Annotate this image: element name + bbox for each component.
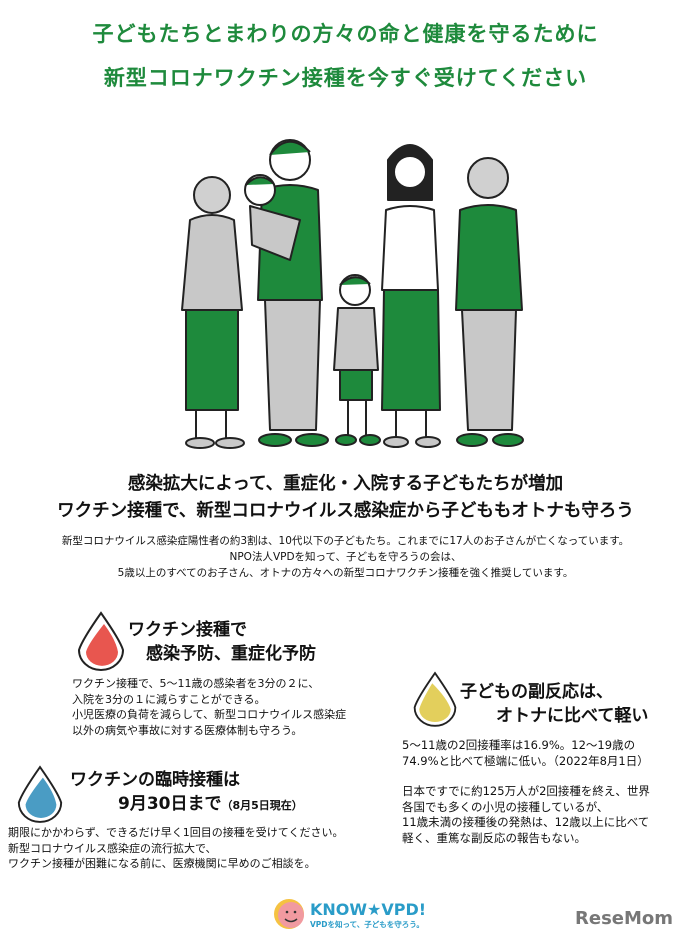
headline-line2: ワクチン接種で、新型コロナウイルス感染症から子どももオトナも守ろう [57, 501, 634, 521]
body-line: 入院を3分の１に減らすことができる。 [72, 692, 266, 706]
know-vpd-logo: KNOW★VPD! VPDを知って、子どもを守ろう。 [272, 897, 426, 933]
heading-line: 感染予防、重症化予防 [146, 644, 316, 664]
mother-figure [381, 144, 441, 448]
deadline-note: （8月5日現在） [221, 799, 303, 812]
section-body-prevention: ワクチン接種で、5～11歳の感染者を3分の２に、 入院を3分の１に減らすことがで… [72, 676, 346, 738]
intro-text: 新型コロナウイルス感染症陽性者の約3割は、10代以下の子どもたち。これまでに17… [0, 533, 691, 581]
boy-figure [333, 274, 381, 446]
body-line: 5～11歳の2回接種率は16.9%。12～19歳の [402, 738, 636, 752]
intro-line: 5歳以上のすべてのお子さん、オトナの方々への新型コロナワクチン接種を強く推奨して… [117, 567, 574, 579]
section-heading-prevention: ワクチン接種で 感染予防、重症化予防 [128, 618, 316, 666]
body-line: 74.9%と比べて極端に低い。（2022年8月1日） [402, 753, 649, 768]
intro-line: 新型コロナウイルス感染症陽性者の約3割は、10代以下の子どもたち。これまでに17… [61, 535, 630, 547]
heading-line: 子どもの副反応は、 [460, 682, 613, 702]
family-illustration [181, 139, 524, 449]
red-drop-icon [77, 611, 125, 671]
heading-line: オトナに比べて軽い [496, 706, 649, 726]
deadline-date: 9月30日まで [118, 794, 222, 814]
intro-line: NPO法人VPDを知って、子どもを守ろうの会は、 [229, 551, 462, 563]
body-line: 11歳未満の接種後の発熱は、12歳以上に比べて [402, 815, 650, 829]
body-line: 小児医療の負荷を減らして、新型コロナウイルス感染症 [72, 708, 347, 721]
body-line: 以外の病気や事故に対する医療体制も守ろう。 [72, 723, 303, 737]
grandma-figure [181, 176, 245, 449]
body-line: 期限にかかわらず、できるだけ早く1回目の接種を受けてください。 [8, 826, 344, 839]
headline-line1: 感染拡大によって、重症化・入院する子どもたちが増加 [127, 474, 564, 494]
section-heading-deadline: ワクチンの臨時接種は 9月30日まで（8月5日現在） [70, 768, 303, 818]
body-line: 軽く、重篤な副反応の報告もない。 [402, 830, 586, 845]
heading-line: ワクチンの臨時接種は [70, 770, 240, 790]
body-line: 日本ですでに約125万人が2回接種を終え、世界 [402, 784, 650, 798]
resemom-logo: ReseMom [575, 908, 674, 929]
section-body-deadline: 期限にかかわらず、できるだけ早く1回目の接種を受けてください。 新型コロナウイル… [8, 825, 343, 872]
section-body-side-effects: 5～11歳の2回接種率は16.9%。12～19歳の 74.9%と比べて極端に低い… [402, 738, 650, 846]
body-line: 各国でも多くの小児の接種しているが、 [402, 799, 609, 814]
body-line: ワクチン接種が困難になる前に、医療機関に早めのご相談を。 [8, 857, 316, 870]
body-line: ワクチン接種で、5～11歳の感染者を3分の２に、 [72, 677, 320, 690]
body-line: 新型コロナウイルス感染症の流行拡大で、 [8, 841, 217, 855]
logo-tagline: VPDを知って、子どもを守ろう。 [310, 919, 424, 929]
heading-line: ワクチン接種で [128, 620, 247, 640]
smiley-logo-icon [274, 899, 304, 929]
father-figure [244, 139, 329, 447]
logo-text: KNOW★VPD! [310, 899, 427, 919]
page-title-line2: 新型コロナワクチン接種を今すぐ受けてください [103, 66, 588, 90]
page-title-line1: 子どもたちとまわりの方々の命と健康を守るために [92, 22, 599, 46]
blue-drop-icon [17, 765, 63, 823]
section-heading-side-effects: 子どもの副反応は、 オトナに比べて軽い [460, 680, 648, 728]
yellow-drop-icon [413, 671, 457, 727]
grandpa-figure [455, 157, 524, 447]
